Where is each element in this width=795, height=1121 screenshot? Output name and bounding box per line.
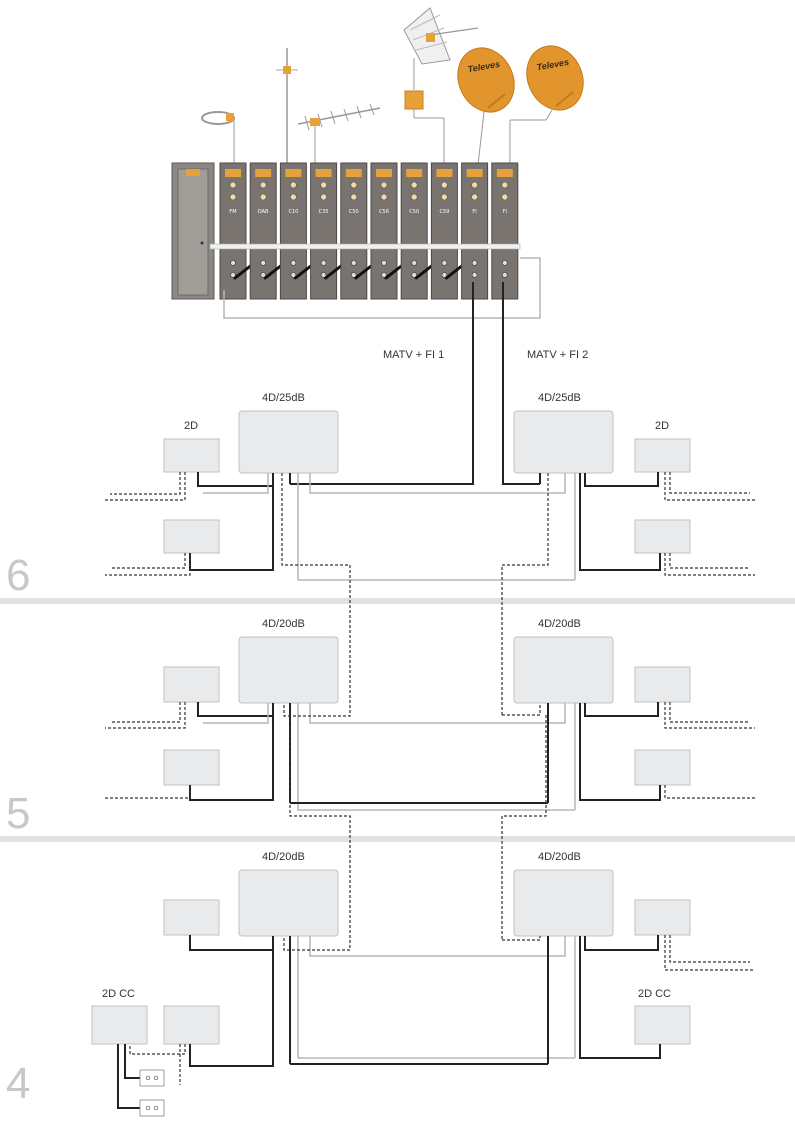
loop-cable <box>223 257 541 319</box>
splitter-label: 2D CC <box>102 988 135 1000</box>
splitter-label: 2D CC <box>638 988 671 1000</box>
floor6-cabling <box>105 472 755 715</box>
module-label: C59 <box>439 209 449 215</box>
yagi-antenna-icon <box>297 103 381 165</box>
amplifier-4d <box>238 869 339 937</box>
floor-number-5: 5 <box>6 789 30 838</box>
module-label: C56 <box>379 209 389 215</box>
module-label: C50 <box>349 209 359 215</box>
bus-bar <box>209 243 521 250</box>
trunk-cable-2 <box>502 282 540 485</box>
splitter-2d <box>634 519 691 554</box>
wall-outlet-icon <box>139 1099 165 1117</box>
floor-number-4: 4 <box>6 1059 30 1108</box>
amplifier-4d <box>238 410 339 474</box>
floor-number-6: 6 <box>6 551 30 600</box>
module-c50: C50 <box>400 162 437 300</box>
amp-label: 4D/20dB <box>262 618 305 630</box>
splitter-label: 2D <box>655 420 669 432</box>
amp-label: 4D/25dB <box>262 392 305 404</box>
module-label: FM <box>229 209 236 215</box>
module-label: C10 <box>288 209 298 215</box>
module-fi: FI <box>491 162 519 300</box>
floor-separator <box>0 598 795 604</box>
wall-outlet-icon <box>139 1069 165 1087</box>
amp-label: 4D/20dB <box>262 851 305 863</box>
splitter-2d <box>634 666 691 703</box>
splitter-2d-cc <box>634 1005 691 1045</box>
satellite-dish-icon: Televes <box>457 47 515 166</box>
module-label: FI <box>503 209 507 215</box>
fm-antenna-icon <box>201 111 235 165</box>
amplifier-4d <box>513 636 614 704</box>
splitter-2d <box>163 1005 220 1045</box>
preamp-icon <box>404 90 424 110</box>
trunk-cable-1 <box>290 282 474 485</box>
amp-label: 4D/20dB <box>538 618 581 630</box>
module-c59: C59 <box>430 162 468 300</box>
module-c50: C50 <box>340 162 377 300</box>
uhf-antenna-icon <box>403 7 479 165</box>
splitter-2d <box>163 749 220 786</box>
module-fi: FI <box>461 162 489 300</box>
module-dab: DAB <box>249 162 286 300</box>
amplifier-4d <box>513 410 614 474</box>
splitter-2d <box>163 666 220 703</box>
amp-label: 4D/25dB <box>538 392 581 404</box>
splitter-2d <box>634 899 691 936</box>
module-fm: FM <box>219 162 256 300</box>
dab-antenna-icon <box>276 48 298 165</box>
splitter-2d <box>163 899 220 936</box>
module-c35: C35 <box>310 162 347 300</box>
splitter-2d-cc <box>91 1005 148 1045</box>
module-rack: FM DAB C10 C35 C50 C56 C50 C59 FI FI <box>219 162 519 300</box>
satellite-dish-icon: Televes <box>509 45 584 165</box>
headend: FM DAB C10 C35 C50 C56 C50 C59 FI FI <box>171 162 541 319</box>
module-label: FI <box>472 209 476 215</box>
splitter-2d <box>163 519 220 554</box>
floor-separator <box>0 836 795 842</box>
module-label: DAB <box>258 209 269 215</box>
amplifier-4d <box>238 636 339 704</box>
amplifier-4d <box>513 869 614 937</box>
trunk-label-2: MATV + FI 2 <box>527 349 588 361</box>
module-c56: C56 <box>370 162 407 300</box>
module-label: C35 <box>319 209 329 215</box>
module-label: C50 <box>409 209 419 215</box>
splitter-2d <box>634 749 691 786</box>
splitter-label: 2D <box>184 420 198 432</box>
floor4-cabling <box>117 935 755 1109</box>
splitter-2d <box>634 438 691 473</box>
floor5-cabling <box>105 700 755 940</box>
trunk-label-1: MATV + FI 1 <box>383 349 444 361</box>
amp-label: 4D/20dB <box>538 851 581 863</box>
module-c10: C10 <box>279 162 317 300</box>
splitter-2d <box>163 438 220 473</box>
